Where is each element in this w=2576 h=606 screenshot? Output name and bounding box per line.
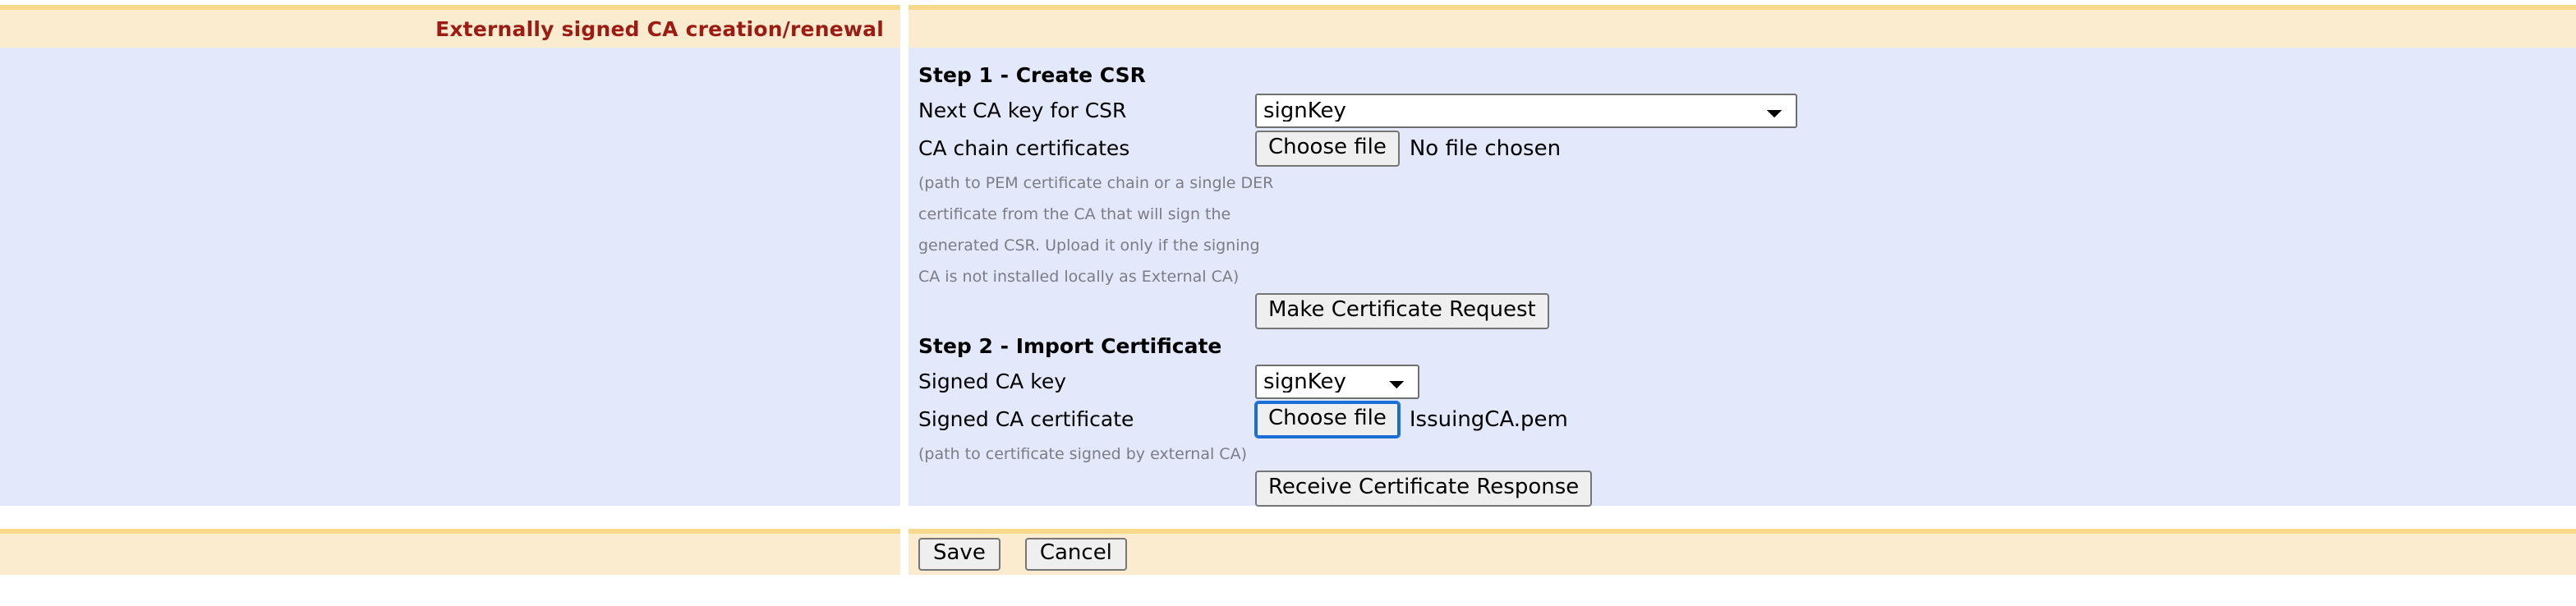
footer-spacer xyxy=(0,506,2576,529)
make-certificate-request-button[interactable]: Make Certificate Request xyxy=(1255,293,1549,329)
ca-chain-hint-spacer-4 xyxy=(1255,261,2576,292)
column-separator xyxy=(900,529,908,575)
step1-heading: Step 1 - Create CSR xyxy=(918,63,1146,87)
page-title-cell: Externally signed CA creation/renewal xyxy=(0,5,900,48)
ca-chain-hint-line-1: (path to PEM certificate chain or a sing… xyxy=(918,174,1274,192)
receive-response-label-spacer xyxy=(918,470,1255,507)
page-footer-row: Save Cancel xyxy=(0,529,2576,575)
make-request-control: Make Certificate Request xyxy=(1255,292,2576,330)
ca-chain-file-status: No file chosen xyxy=(1409,136,1562,161)
next-ca-key-select[interactable]: signKey xyxy=(1255,94,1797,128)
next-ca-key-label: Next CA key for CSR xyxy=(918,99,1127,122)
step1-heading-spacer xyxy=(1255,59,2576,92)
page-header-right-cell xyxy=(908,5,2576,48)
ca-chain-hint-spacer-1 xyxy=(1255,168,2576,199)
form-panel: Step 1 - Create CSR Next CA key for CSR … xyxy=(908,48,2576,507)
signed-ca-key-select[interactable]: signKey xyxy=(1255,365,1419,399)
page-body-left-cell xyxy=(0,48,900,506)
ca-chain-hint-line-3: generated CSR. Upload it only if the sig… xyxy=(918,236,1260,255)
signed-ca-key-label: Signed CA key xyxy=(918,370,1066,393)
ca-chain-certificates-control: Choose file No file chosen xyxy=(1255,130,2576,168)
next-ca-key-control: signKey xyxy=(1255,92,2576,130)
ca-chain-hint-spacer-3 xyxy=(1255,230,2576,261)
signed-ca-key-control: signKey xyxy=(1255,363,2576,401)
step2-heading-spacer xyxy=(1255,330,2576,363)
ca-chain-hint-line-2: certificate from the CA that will sign t… xyxy=(918,205,1231,223)
page-title: Externally signed CA creation/renewal xyxy=(435,16,884,41)
signed-ca-hint-spacer xyxy=(1255,438,2576,470)
signed-ca-certificate-control: Choose file IssuingCA.pem xyxy=(1254,401,2576,438)
page-header-row: Externally signed CA creation/renewal xyxy=(0,5,2576,48)
ca-chain-choose-file-button[interactable]: Choose file xyxy=(1255,131,1400,167)
receive-certificate-response-button[interactable]: Receive Certificate Response xyxy=(1255,471,1593,507)
ca-chain-hint-line-4: CA is not installed locally as External … xyxy=(918,268,1240,286)
ca-chain-file-input[interactable]: Choose file No file chosen xyxy=(1255,130,1561,168)
ca-chain-hint-spacer-2 xyxy=(1255,199,2576,230)
page-footer-actions: Save Cancel xyxy=(908,529,2576,575)
signed-ca-certificate-hint: (path to certificate signed by external … xyxy=(918,445,1247,463)
signed-ca-choose-file-button[interactable]: Choose file xyxy=(1254,401,1401,438)
cancel-button[interactable]: Cancel xyxy=(1024,538,1127,571)
signed-ca-file-input[interactable]: Choose file IssuingCA.pem xyxy=(1254,401,1568,438)
step2-heading: Step 2 - Import Certificate xyxy=(918,334,1222,358)
column-separator xyxy=(900,48,908,506)
save-button[interactable]: Save xyxy=(918,538,1000,571)
ca-chain-certificates-label: CA chain certificates xyxy=(918,136,1130,160)
page-body-row: Step 1 - Create CSR Next CA key for CSR … xyxy=(0,48,2576,507)
signed-ca-certificate-label: Signed CA certificate xyxy=(918,407,1134,431)
receive-response-control: Receive Certificate Response xyxy=(1255,470,2576,507)
column-separator xyxy=(900,5,908,48)
page-footer-left-cell xyxy=(0,529,900,575)
make-request-label-spacer xyxy=(918,292,1255,330)
form-grid: Step 1 - Create CSR Next CA key for CSR … xyxy=(908,48,2576,507)
externally-signed-ca-page: Externally signed CA creation/renewal St… xyxy=(0,5,2576,606)
signed-ca-file-status: IssuingCA.pem xyxy=(1409,407,1568,432)
